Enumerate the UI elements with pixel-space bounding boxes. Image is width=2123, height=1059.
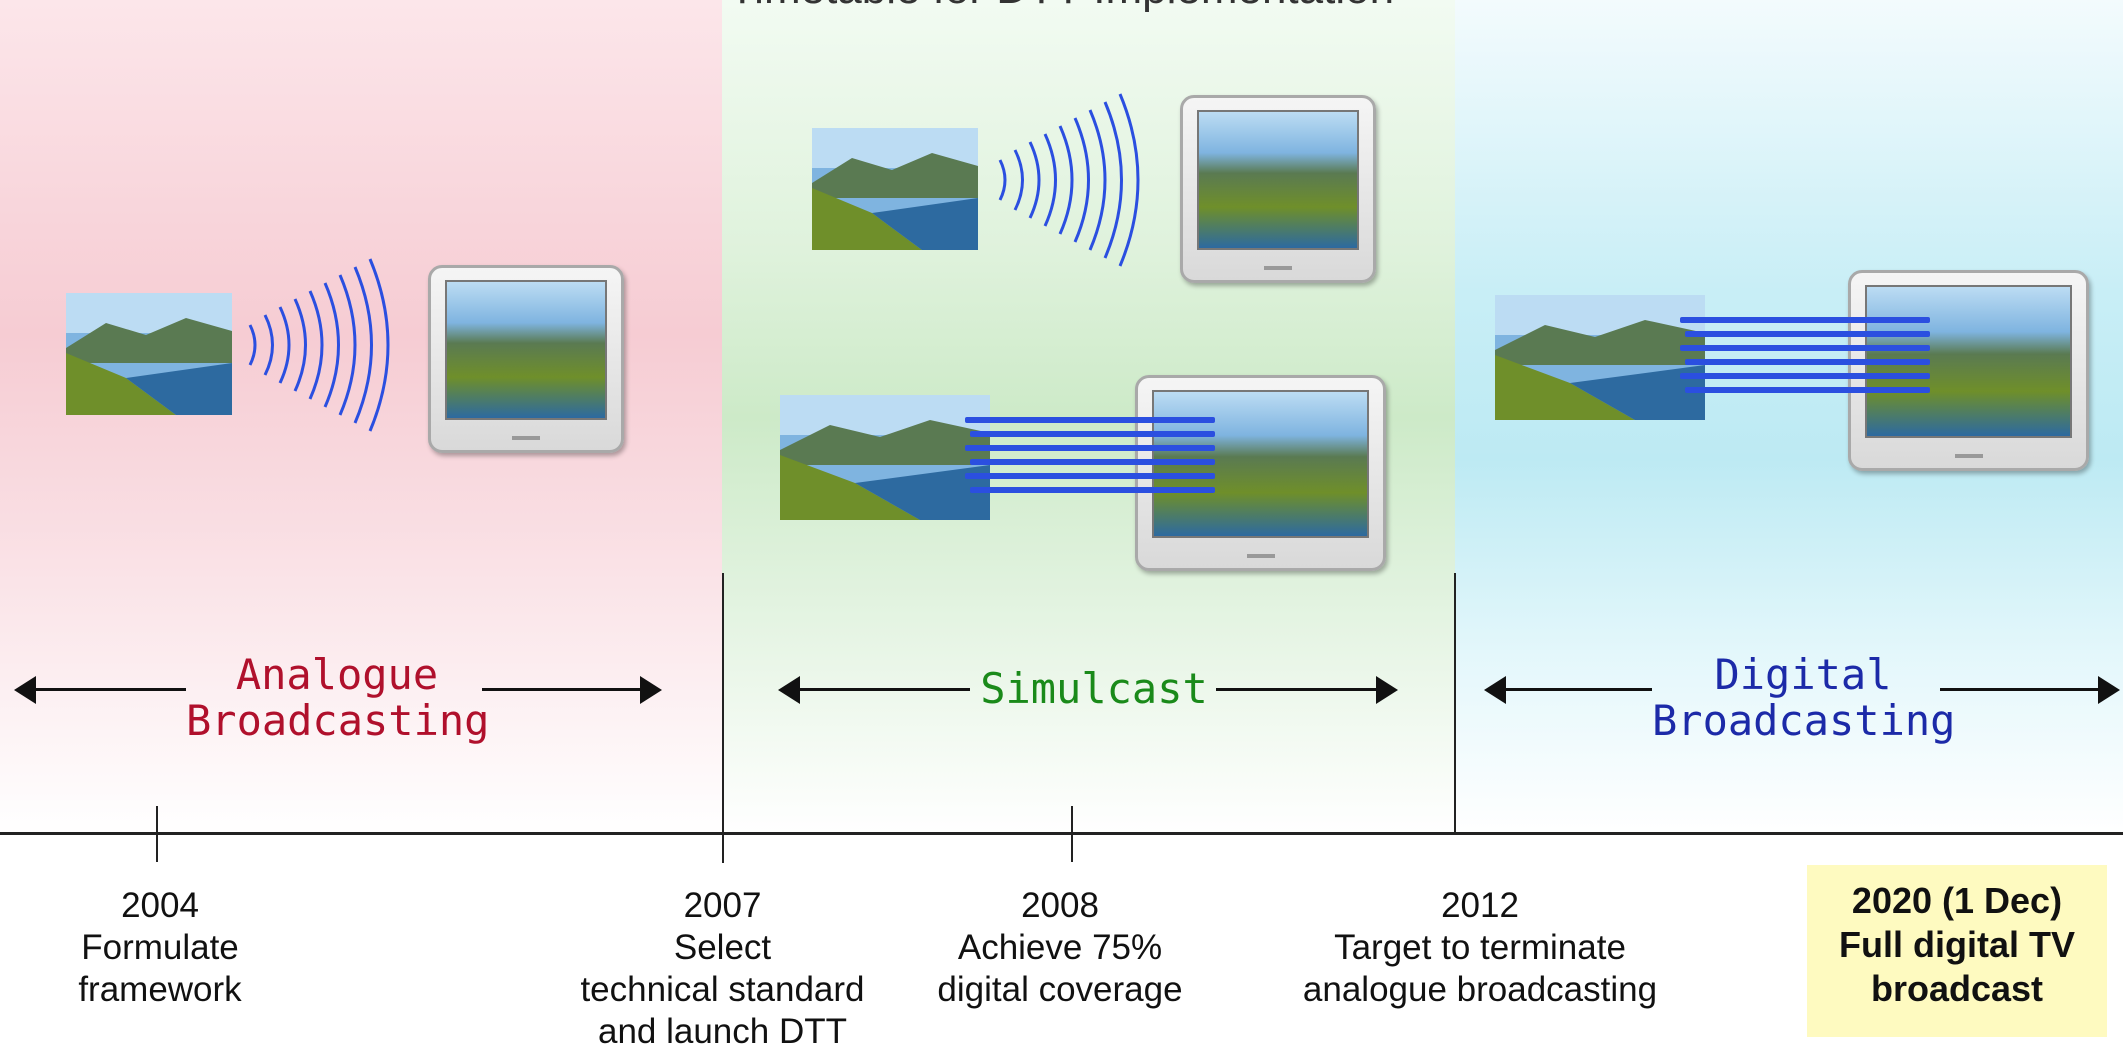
milestone-2007: 2007 Select technical standard and launc…	[565, 885, 880, 1053]
milestone-2008: 2008 Achieve 75% digital coverage	[910, 885, 1210, 1011]
landscape-picture-icon	[66, 293, 232, 415]
phase-label-analogue: Analogue Broadcasting	[186, 650, 490, 745]
milestone-year: 2012	[1441, 886, 1519, 925]
milestone-2020-highlight: 2020 (1 Dec) Full digital TV broadcast	[1807, 865, 2107, 1037]
digital-bitstream-icon	[965, 417, 1215, 493]
milestone-description: Full digital TV broadcast	[1839, 924, 2075, 1009]
arrow-left-icon	[778, 676, 800, 704]
milestone-2004: 2004 Formulate framework	[40, 885, 280, 1011]
milestone-year: 2008	[1021, 886, 1099, 925]
phase-span-line	[482, 688, 642, 691]
digital-bitstream-icon	[1680, 317, 1930, 393]
television-icon	[1180, 95, 1376, 283]
milestone-2012: 2012 Target to terminate analogue broadc…	[1260, 885, 1700, 1011]
landscape-picture-icon	[1495, 295, 1705, 420]
phase-divider	[722, 573, 724, 863]
milestone-year: 2007	[683, 886, 762, 925]
milestone-description: Target to terminate analogue broadcastin…	[1302, 928, 1658, 1009]
arrow-right-icon	[1376, 676, 1398, 704]
arrow-right-icon	[640, 676, 662, 704]
phase-label-digital: Digital Broadcasting	[1652, 650, 1956, 745]
milestone-description: Achieve 75% digital coverage	[937, 928, 1183, 1009]
analogue-wave-icon	[248, 258, 390, 432]
phase-span-line	[1940, 688, 2100, 691]
timeline-tick	[156, 806, 158, 862]
milestone-2020: 2020 (1 Dec) Full digital TV broadcast	[1807, 865, 2107, 1011]
milestone-year: 2004	[121, 886, 199, 925]
milestone-description: Formulate framework	[78, 928, 242, 1009]
analogue-wave-icon	[998, 93, 1140, 267]
phase-label-simulcast: Simulcast	[980, 664, 1208, 713]
arrow-right-icon	[2098, 676, 2120, 704]
arrow-left-icon	[14, 676, 36, 704]
timeline-tick	[1071, 806, 1073, 862]
milestone-description: Select technical standard and launch DTT	[580, 928, 865, 1051]
television-icon	[428, 265, 624, 453]
timeline-axis	[0, 832, 2123, 835]
milestone-year: 2020 (1 Dec)	[1851, 880, 2063, 921]
landscape-picture-icon	[812, 128, 978, 250]
phase-span-line	[34, 688, 186, 691]
diagram-title: Timetable for DTT Implementation	[0, 0, 2123, 14]
phase-span-line	[1504, 688, 1652, 691]
phase-span-line	[798, 688, 970, 691]
arrow-left-icon	[1484, 676, 1506, 704]
phase-divider	[1454, 573, 1456, 835]
landscape-picture-icon	[780, 395, 990, 520]
phase-span-line	[1216, 688, 1378, 691]
